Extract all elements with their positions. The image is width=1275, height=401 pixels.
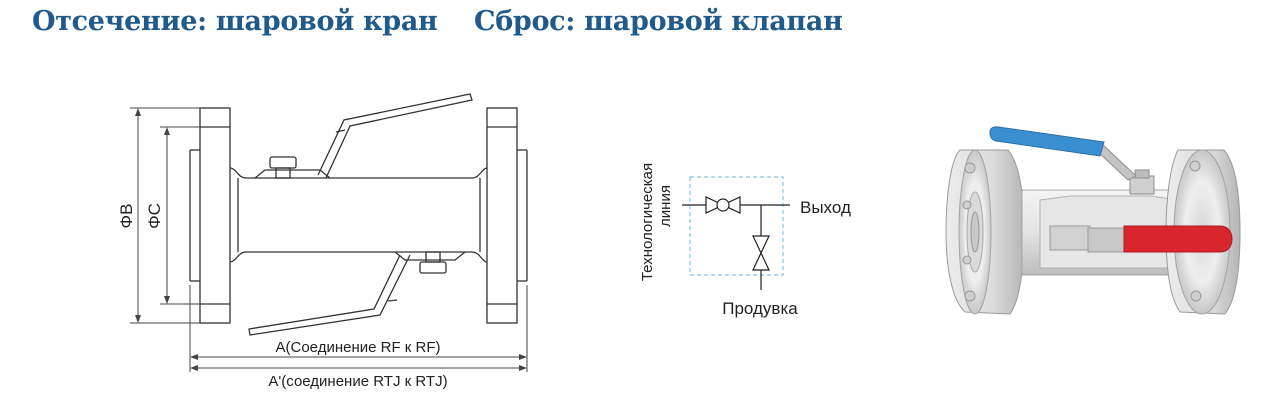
schematic-dashed-box <box>689 176 784 276</box>
upper-stem-nut <box>269 156 297 169</box>
schematic-diagram <box>682 176 790 290</box>
dim-label-b: ΦB <box>117 204 136 229</box>
dim-label-c: ΦC <box>145 203 164 229</box>
right-flange <box>486 107 518 324</box>
process-line-label-1: Технологическая <box>639 163 656 281</box>
purge-label: Продувка <box>722 299 798 318</box>
outlet-label: Выход <box>800 198 851 217</box>
ball-valve-symbol <box>705 196 725 214</box>
purge-valve-symbol <box>752 235 770 255</box>
dim-label-a-prime: A'(соединение RTJ к RTJ) <box>268 373 447 390</box>
heading-reset-ball-valve: Сброс: шаровой клапан <box>474 6 843 37</box>
blue-handle <box>989 126 1105 157</box>
heading-cutoff-ball-valve: Отсечение: шаровой кран <box>32 6 438 37</box>
lower-handle <box>248 254 411 336</box>
dimension-lines <box>130 107 528 372</box>
left-flange <box>199 107 231 324</box>
valve-body-top <box>229 167 488 179</box>
valve-body-bottom <box>229 251 488 263</box>
process-line-label-2: линия <box>657 185 674 227</box>
upper-handle <box>317 93 473 179</box>
dim-label-a: A(Соединение RF к RF) <box>276 339 441 356</box>
valve-3d-illustration <box>945 126 1241 315</box>
valve-outline-drawing <box>189 93 528 336</box>
upper-stem-3d <box>1129 175 1155 195</box>
lower-stem-nut <box>419 261 447 274</box>
red-handle <box>1123 225 1233 253</box>
